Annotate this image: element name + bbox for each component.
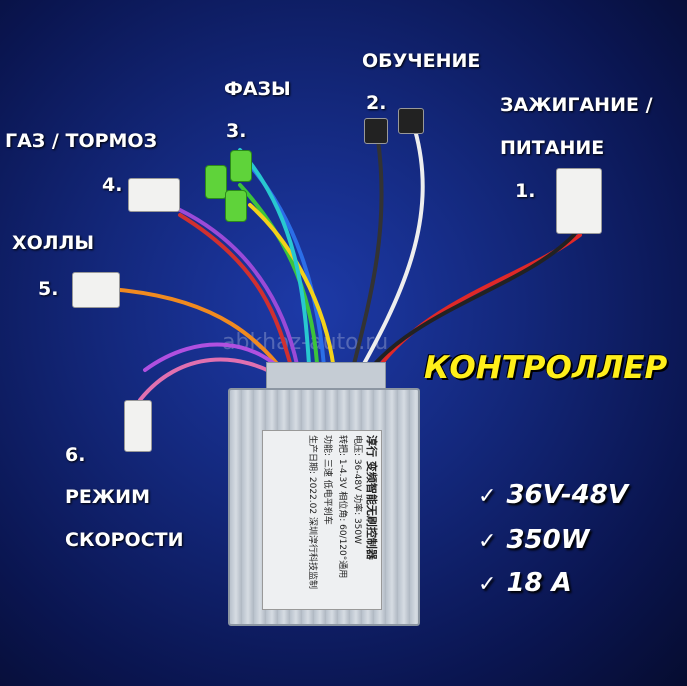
spec-text: 36V-48V bbox=[506, 480, 628, 510]
wire-teal bbox=[238, 148, 312, 382]
wire-black-2 bbox=[348, 138, 384, 382]
controller-flange bbox=[266, 362, 386, 392]
throttle-connector bbox=[128, 178, 180, 212]
spec-text: 350W bbox=[506, 525, 590, 555]
ignition-number: 1. bbox=[515, 180, 536, 202]
hall-number: 5. bbox=[38, 278, 59, 300]
throttle-label: ГАЗ / ТОРМОЗ bbox=[5, 130, 158, 152]
spec-text: 18 A bbox=[506, 568, 572, 598]
wire-purple bbox=[178, 208, 302, 382]
wire-white bbox=[353, 128, 425, 382]
label-line: 转把: 1-4.3V 相位角: 60/120°通用 bbox=[337, 435, 347, 579]
spec-voltage: ✓ 36V-48V bbox=[478, 480, 628, 510]
product-label: 淳行 变频智能无刷控制器 电压: 36-48V 功率: 350W 转把: 1-4… bbox=[262, 430, 382, 610]
label-line: 淳行 变频智能无刷控制器 bbox=[365, 435, 378, 560]
label-line: 电压: 36-48V 功率: 350W bbox=[352, 435, 362, 545]
learning-connector bbox=[398, 108, 424, 134]
throttle-number: 4. bbox=[102, 174, 123, 196]
wire-orange bbox=[118, 288, 292, 382]
product-title: КОНТРОЛЛЕР bbox=[424, 350, 668, 386]
check-icon: ✓ bbox=[478, 484, 497, 509]
learning-label: ОБУЧЕНИЕ bbox=[362, 50, 481, 72]
hall-connector bbox=[72, 272, 120, 308]
speed-number: 6. bbox=[65, 444, 86, 466]
speed-label-2: СКОРОСТИ bbox=[65, 529, 184, 551]
learning-number: 2. bbox=[366, 92, 387, 114]
label-line: 功能: 三速 低电平刹车 bbox=[322, 435, 332, 525]
speed-label-1: РЕЖИМ bbox=[65, 486, 150, 508]
wire-yellow bbox=[248, 203, 337, 382]
wire-black bbox=[360, 233, 576, 382]
learning-connector-2 bbox=[364, 118, 388, 144]
phase-connector bbox=[205, 165, 227, 199]
spec-power: ✓ 350W bbox=[478, 525, 589, 555]
phase-connector bbox=[230, 150, 252, 182]
ignition-label-2: ПИТАНИЕ bbox=[500, 137, 605, 159]
phase-connector bbox=[225, 190, 247, 222]
check-icon: ✓ bbox=[478, 572, 497, 597]
speed-connector bbox=[124, 400, 152, 452]
spec-current: ✓ 18 A bbox=[478, 568, 572, 598]
phases-label: ФАЗЫ bbox=[224, 78, 291, 100]
phases-number: 3. bbox=[226, 120, 247, 142]
label-line: 生产日期: 2022.02 深圳淳行科技监制 bbox=[307, 435, 317, 589]
wire-red-2 bbox=[178, 213, 297, 382]
ignition-label-1: ЗАЖИГАНИЕ / bbox=[500, 94, 653, 116]
check-icon: ✓ bbox=[478, 529, 497, 554]
power-connector bbox=[556, 168, 602, 234]
hall-label: ХОЛЛЫ bbox=[12, 232, 95, 254]
